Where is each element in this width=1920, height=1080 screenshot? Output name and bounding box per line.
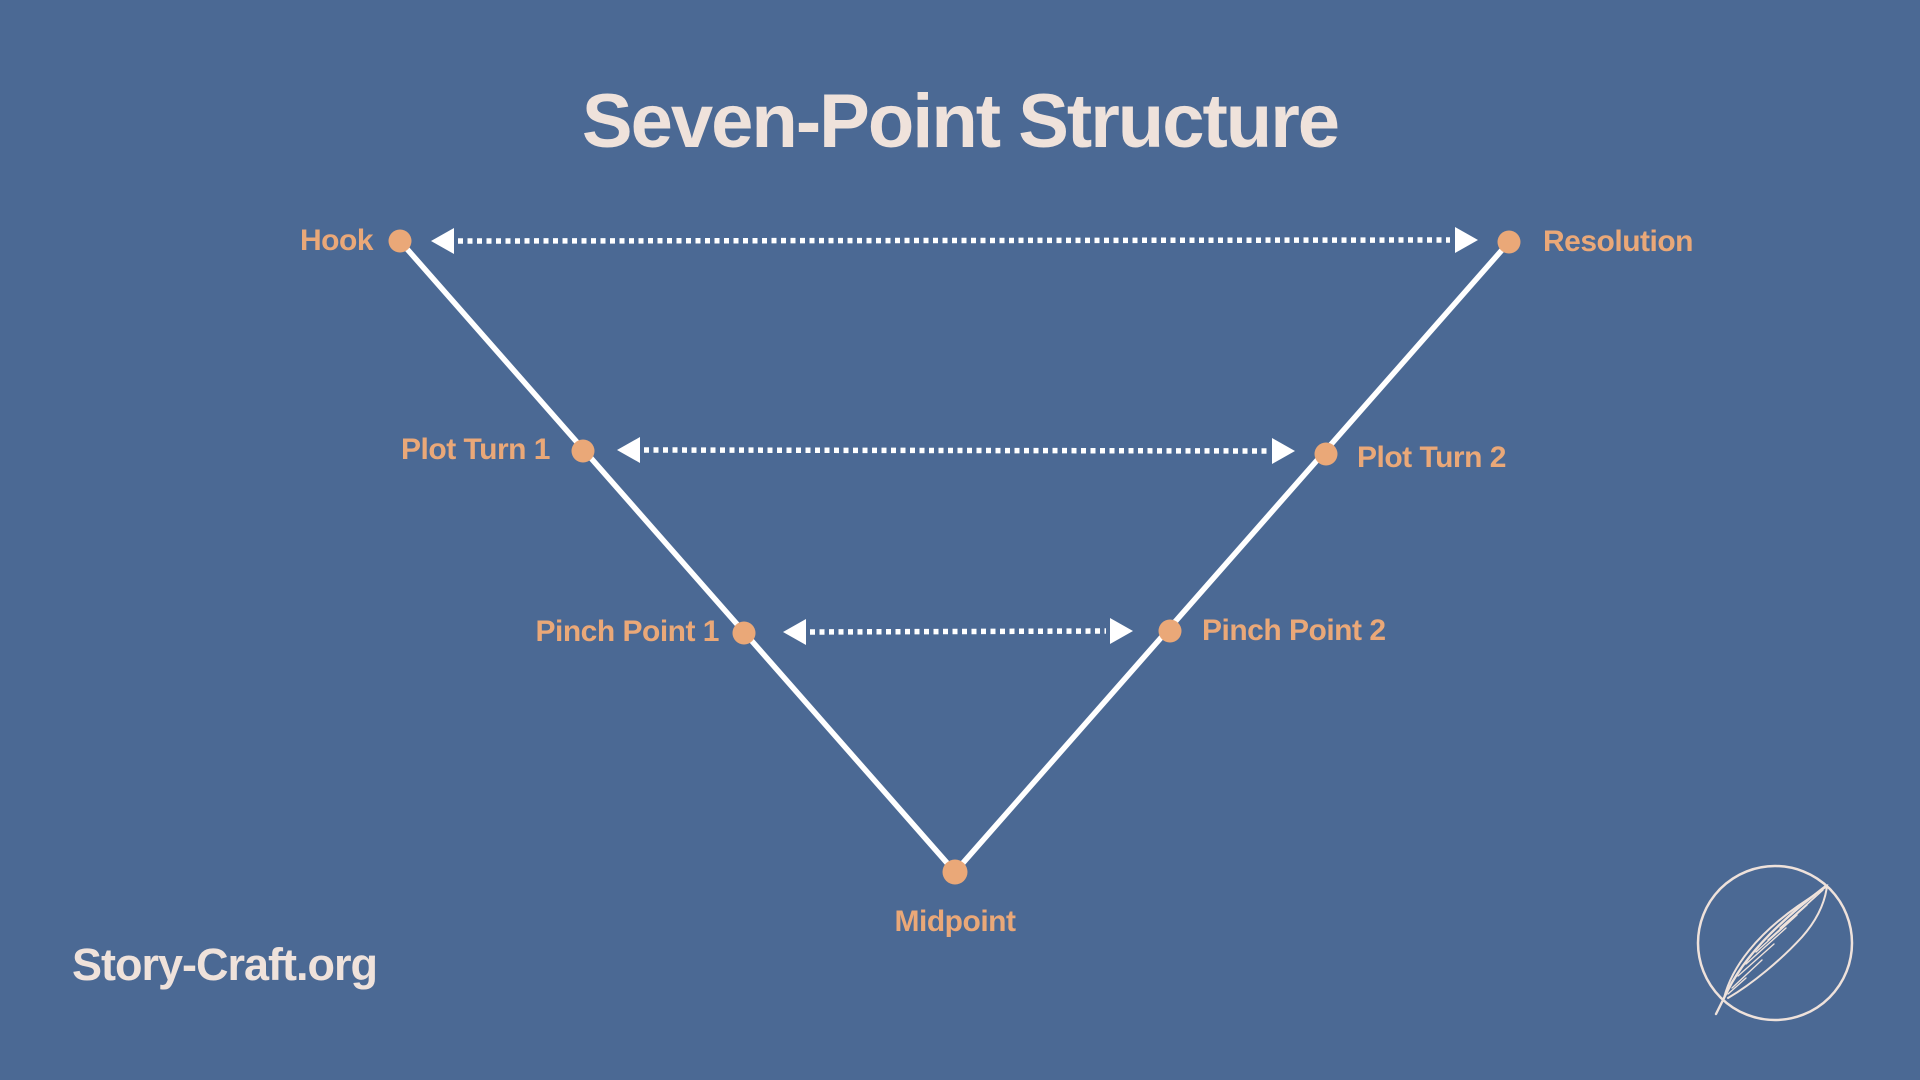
plot-turn-1-dot bbox=[571, 439, 595, 463]
arrowhead-left-icon bbox=[617, 437, 640, 463]
label-plot-turn-2: Plot Turn 2 bbox=[1357, 441, 1506, 474]
arrowhead-right-icon bbox=[1455, 227, 1478, 253]
label-midpoint: Midpoint bbox=[894, 905, 1016, 938]
label-hook: Hook bbox=[300, 224, 374, 257]
connector-plot-turns bbox=[617, 437, 1295, 464]
page-title: Seven-Point Structure bbox=[581, 79, 1340, 164]
label-pinch-point-2: Pinch Point 2 bbox=[1202, 614, 1386, 647]
arrowhead-left-icon bbox=[783, 619, 806, 645]
midpoint-dot bbox=[942, 859, 968, 885]
arrowhead-left-icon bbox=[431, 228, 454, 254]
plot-turn-2-dot bbox=[1314, 442, 1338, 466]
label-pinch-point-1: Pinch Point 1 bbox=[535, 615, 719, 648]
connector-hook-resolution bbox=[431, 227, 1478, 254]
ascending-act-line bbox=[952, 239, 1512, 875]
arrowhead-right-icon bbox=[1110, 618, 1133, 644]
arrowhead-right-icon bbox=[1272, 438, 1295, 464]
connector-pinch-points bbox=[783, 618, 1133, 645]
pinch-point-2-dot bbox=[1158, 619, 1182, 643]
label-plot-turn-1: Plot Turn 1 bbox=[401, 433, 550, 466]
brand-text: Story-Craft.org bbox=[72, 939, 378, 990]
logo-circle bbox=[1696, 864, 1854, 1022]
feather-icon bbox=[1696, 864, 1854, 1022]
resolution-dot bbox=[1497, 230, 1521, 254]
label-resolution: Resolution bbox=[1543, 225, 1694, 258]
feather-vane bbox=[1723, 883, 1829, 999]
hook-dot bbox=[388, 229, 412, 253]
feather-shaft bbox=[1714, 884, 1828, 1016]
pinch-point-1-dot bbox=[732, 621, 756, 645]
feather-barbs bbox=[1727, 889, 1824, 995]
descending-act-line bbox=[397, 238, 958, 875]
